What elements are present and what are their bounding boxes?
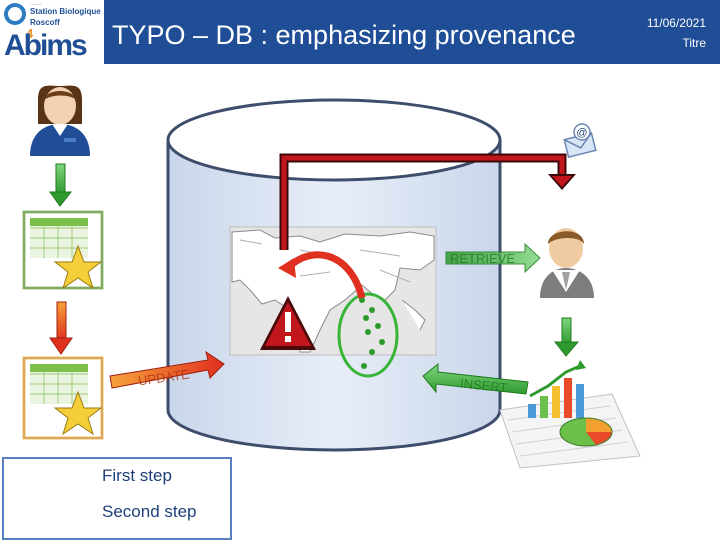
station-logo-inner: [8, 7, 22, 21]
legend-box: [2, 457, 232, 540]
legend-second-step: Second step: [102, 502, 197, 521]
spreadsheet-star-icon-2: [22, 356, 104, 440]
slide-date: 11/06/2021: [646, 16, 706, 30]
update-arrow: [109, 350, 225, 389]
slide-label: Titre: [682, 36, 706, 50]
logo-name: Abims: [4, 29, 88, 62]
female-user-icon: [30, 85, 90, 156]
retrieve-path-arrow: [279, 153, 576, 250]
logo-line1: ·······: [30, 2, 42, 8]
left-green-down-arrow: [49, 163, 73, 207]
logo-line3: Roscoff: [30, 18, 60, 27]
chart-report-icon: [499, 360, 641, 469]
retrieve-arrow: [445, 242, 541, 274]
right-green-down-arrow: [553, 317, 580, 357]
abims-logo: ······· Station Biologique Roscoff 4 Abi…: [0, 0, 104, 64]
spreadsheet-star-icon: [22, 210, 104, 290]
insert-arrow: [422, 362, 529, 395]
left-red-down-arrow: [49, 301, 73, 355]
logo-sup: 4: [26, 26, 34, 41]
logo-line2: Station Biologique: [30, 7, 101, 16]
slide-title: TYPO – DB : emphasizing provenance: [112, 20, 576, 50]
email-icon: @: [563, 123, 597, 159]
male-user-icon: [540, 228, 594, 298]
slide-header: ······· Station Biologique Roscoff 4 Abi…: [0, 0, 720, 64]
data-points-cluster: [337, 292, 399, 378]
provenance-curved-arrow: [278, 251, 366, 299]
retrieve-label: RETRIEVE: [450, 251, 516, 266]
world-map: [229, 226, 437, 356]
svg-text:@: @: [576, 127, 587, 139]
legend-first-step: First step: [102, 466, 172, 485]
warning-icon: [260, 296, 316, 350]
